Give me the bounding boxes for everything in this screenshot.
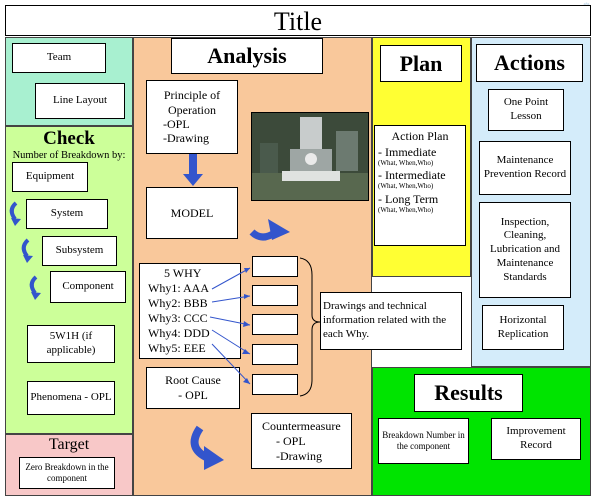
curved-arrow-component-icon xyxy=(29,275,38,295)
action-horizontal-replication: Horizontal Replication xyxy=(482,305,564,350)
why-answer-box-4 xyxy=(252,344,298,365)
team-box: Team xyxy=(12,43,106,73)
component-box: Component xyxy=(50,271,126,303)
curved-arrow-system-icon xyxy=(9,201,18,221)
curved-arrow-component-head xyxy=(31,292,41,300)
why-box: 5 WHY Why1: AAA Why2: BBB Why3: CCC Why4… xyxy=(139,263,241,359)
principle-box: Principle of Operation -OPL -Drawing xyxy=(146,80,238,154)
action-maintenance-prevention: Maintenance Prevention Record xyxy=(479,141,571,195)
root-cause-line-2: - OPL xyxy=(178,388,208,402)
why-link-2 xyxy=(211,295,251,303)
why-4: Why4: DDD xyxy=(148,326,210,340)
results-improvement-box: Improvement Record xyxy=(491,418,581,460)
down-arrow-head xyxy=(183,174,203,186)
why-heading: 5 WHY xyxy=(164,266,202,280)
check-heading: Check xyxy=(43,128,95,149)
why-5: Why5: EEE xyxy=(148,341,206,355)
plan-item-long-term: - Long Term xyxy=(378,191,439,206)
why-2: Why2: BBB xyxy=(148,296,208,310)
root-cause-box: Root Cause - OPL xyxy=(146,367,240,409)
plan-item-immediate-sub: (What, When,Who) xyxy=(378,158,434,167)
page-title: Title xyxy=(273,7,323,36)
target-heading: Target xyxy=(48,436,90,453)
subsystem-box: Subsystem xyxy=(42,236,117,266)
principle-line-2: Operation xyxy=(168,102,216,117)
why-link-1-head xyxy=(244,268,250,273)
countermeasure-line-1: Countermeasure xyxy=(262,418,341,433)
why-link-1 xyxy=(211,267,251,290)
why-3: Why3: CCC xyxy=(148,311,208,325)
model-box: MODEL xyxy=(146,187,238,239)
action-plan-box: Action Plan - Immediate (What, When,Who)… xyxy=(374,125,466,246)
check-subheading: Number of Breakdown by: xyxy=(12,150,126,161)
results-heading: Results xyxy=(414,374,523,412)
results-breakdown-box: Breakdown Number in the component xyxy=(378,418,469,464)
why-link-5 xyxy=(211,343,251,385)
principle-line-4: -Drawing xyxy=(163,131,209,146)
root-cause-line-1: Root Cause xyxy=(165,373,221,387)
why-link-3 xyxy=(209,316,251,326)
why-link-2-head xyxy=(244,294,250,299)
plan-item-long-term-sub: (What, When,Who) xyxy=(378,205,434,214)
why-answer-box-3 xyxy=(252,314,298,335)
why-1: Why1: AAA xyxy=(148,281,209,295)
analysis-heading: Analysis xyxy=(171,38,323,74)
5w1h-box: 5W1H (if applicable) xyxy=(27,325,115,363)
plan-item-intermediate: - Intermediate xyxy=(378,168,446,183)
curved-arrow-subsystem-icon xyxy=(21,238,30,258)
why-answer-box-1 xyxy=(252,256,298,277)
title-bar xyxy=(5,5,591,36)
phenomena-box: Phenomena - OPL xyxy=(27,381,115,415)
curved-arrow-countermeasure-head xyxy=(204,446,224,470)
equipment-box: Equipment xyxy=(12,162,88,192)
countermeasure-line-3: -Drawing xyxy=(276,448,322,463)
why-link-5-head xyxy=(243,378,250,384)
action-one-point-lesson: One Point Lesson xyxy=(488,89,564,131)
curved-arrow-system-head xyxy=(11,218,21,226)
why-link-3-head xyxy=(243,321,250,327)
drawings-note-box: Drawings and technical information relat… xyxy=(320,292,462,350)
why-answer-box-5 xyxy=(252,374,298,395)
why-link-4 xyxy=(211,329,251,355)
plan-item-immediate: - Immediate xyxy=(378,144,437,159)
countermeasure-box: Countermeasure - OPL -Drawing xyxy=(251,413,352,469)
machine-photo xyxy=(251,112,369,201)
curved-arrow-model-head xyxy=(268,219,290,240)
why-link-4-head xyxy=(242,349,250,354)
curved-arrow-subsystem-head xyxy=(23,255,33,263)
machine-image xyxy=(252,113,368,200)
action-inspection-standards: Inspection, Cleaning, Lubrication and Ma… xyxy=(479,202,571,298)
plan-heading: Plan xyxy=(380,45,462,82)
down-arrow-shaft xyxy=(189,154,197,175)
why-brace xyxy=(299,257,321,397)
line-layout-box: Line Layout xyxy=(35,83,125,119)
target-box: Zero Breakdown in the component xyxy=(19,457,115,489)
why-answer-box-2 xyxy=(252,285,298,306)
system-box: System xyxy=(26,199,108,229)
countermeasure-line-2: - OPL xyxy=(276,433,306,448)
principle-line-3: -OPL xyxy=(163,117,190,131)
actions-heading: Actions xyxy=(476,44,583,82)
action-plan-title: Action Plan xyxy=(391,129,449,143)
plan-item-intermediate-sub: (What, When,Who) xyxy=(378,182,434,191)
principle-line-1: Principle of xyxy=(163,88,221,103)
